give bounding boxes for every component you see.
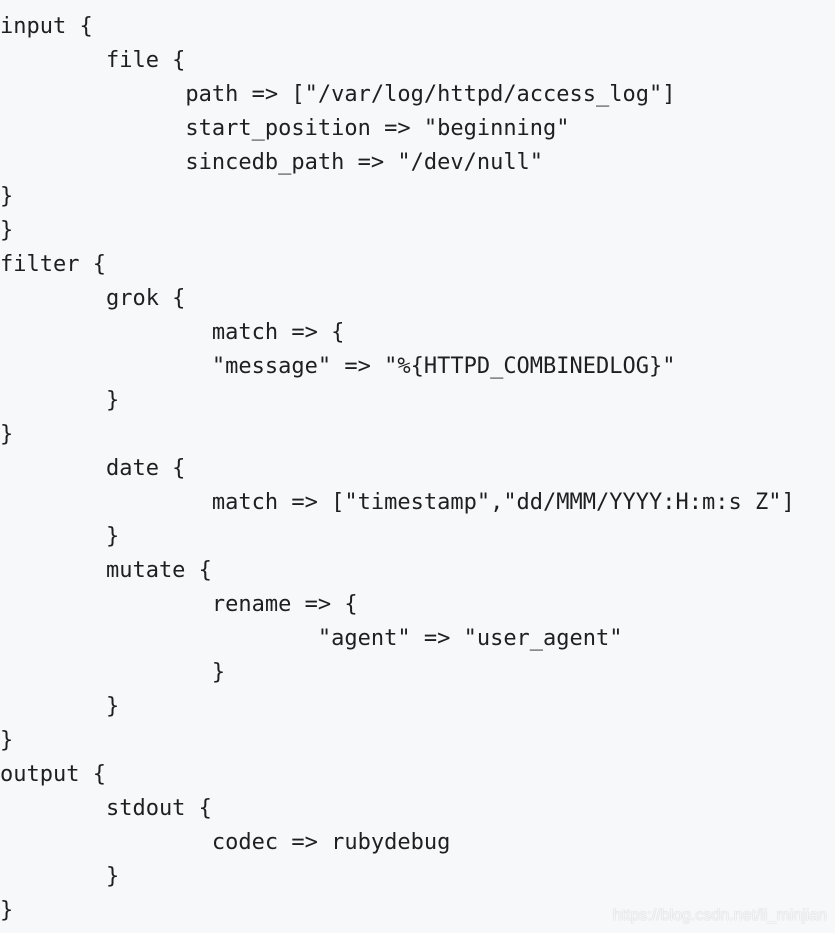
code-line: stdout { xyxy=(0,796,212,821)
code-line: input { xyxy=(0,14,93,39)
code-line: match => ["timestamp","dd/MMM/YYYY:H:m:s… xyxy=(0,490,795,515)
code-line: } xyxy=(0,218,14,243)
code-line: grok { xyxy=(0,286,186,311)
code-line: sincedb_path => "/dev/null" xyxy=(0,150,544,175)
code-line: } xyxy=(0,422,14,447)
watermark: https://blog.csdn.net/li_minjian xyxy=(612,907,827,924)
code-line: "agent" => "user_agent" xyxy=(0,626,623,651)
code-line: } xyxy=(0,728,14,753)
code-line: } xyxy=(0,694,120,719)
code-line: } xyxy=(0,864,120,889)
code-line: path => ["/var/log/httpd/access_log"] xyxy=(0,82,676,107)
code-line: filter { xyxy=(0,252,106,277)
code-line: "message" => "%{HTTPD_COMBINEDLOG}" xyxy=(0,354,676,379)
code-line: date { xyxy=(0,456,186,481)
code-line: } xyxy=(0,184,14,209)
code-line: } xyxy=(0,898,14,923)
code-line: mutate { xyxy=(0,558,212,583)
code-line: } xyxy=(0,524,120,549)
code-line: codec => rubydebug xyxy=(0,830,451,855)
code-line: rename => { xyxy=(0,592,358,617)
code-line: output { xyxy=(0,762,106,787)
code-line: start_position => "beginning" xyxy=(0,116,570,141)
code-line: match => { xyxy=(0,320,345,345)
code-line: } xyxy=(0,660,226,685)
code-line: file { xyxy=(0,48,186,73)
code-line: } xyxy=(0,388,120,413)
